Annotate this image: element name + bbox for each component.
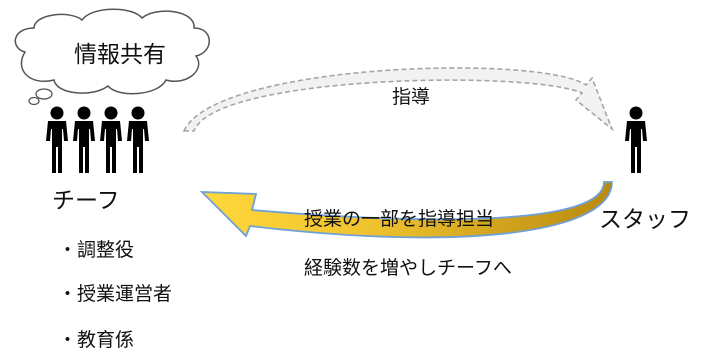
chief-role-item: ・授業運営者	[58, 283, 173, 305]
promotion-label: 経験数を増やしチーフへ	[304, 257, 512, 279]
chief-role-item: ・調整役	[58, 239, 135, 261]
partial-teaching-label: 授業の一部を指導担当	[304, 208, 495, 230]
guidance-arrow	[182, 67, 614, 132]
guidance-label: 指導	[392, 86, 431, 108]
promotion-arrow	[199, 181, 613, 239]
chief-group-icon	[46, 106, 149, 173]
cloud-text: 情報共有	[74, 42, 166, 68]
info-sharing-cloud	[14, 8, 210, 106]
staff-person-icon	[625, 106, 647, 173]
staff-label: スタッフ	[599, 207, 691, 233]
chief-role-item: ・教育係	[58, 329, 135, 351]
chief-label: チーフ	[52, 188, 120, 214]
